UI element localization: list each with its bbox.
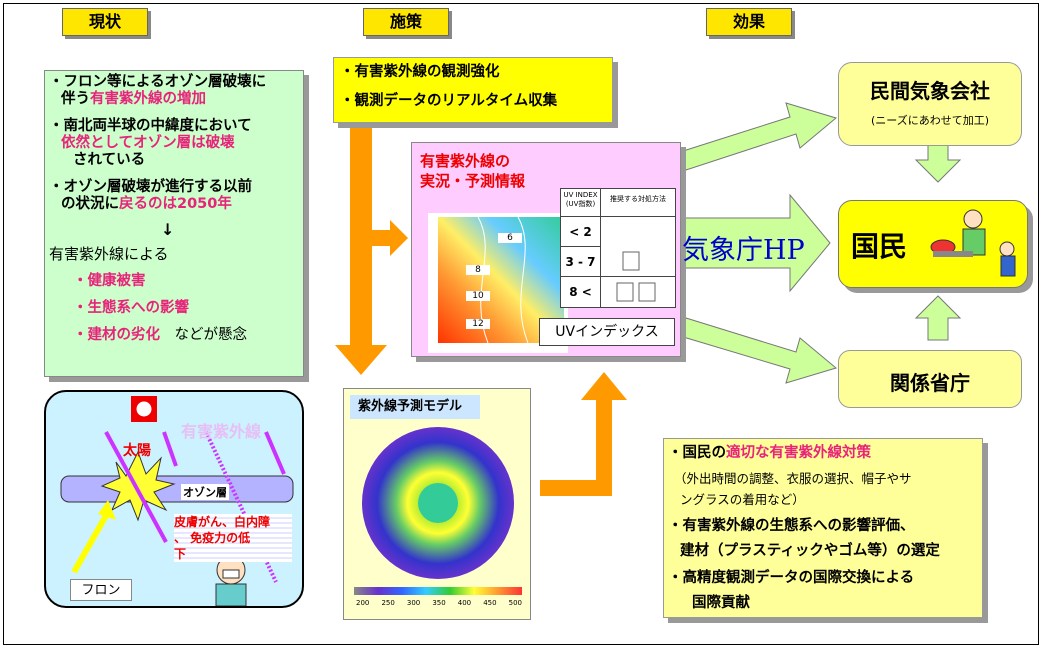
uv-index-header: UV INDEX(UV指数) (561, 189, 601, 217)
weather-company-label: 民間気象会社 (870, 79, 990, 103)
harm-label: 皮膚がん、白内障、 免疫力の低下 (174, 514, 292, 562)
weather-company-sub: (ニーズにあわせて加工) (870, 114, 990, 127)
uv-ray-1 (104, 431, 168, 543)
uv-label: 有害紫外線 (181, 422, 262, 441)
current-line: 伴う有害紫外線の増加 (61, 91, 206, 107)
jma-hp-label: 気象庁HP (682, 235, 805, 266)
measure-line-1: ・有害紫外線の観測強化 (340, 64, 500, 80)
orange-arrow-up (540, 372, 627, 496)
illustration-svg (60, 396, 294, 606)
effect-line: ・高精度観測データの国際交換による (668, 570, 915, 586)
current-line: ・オゾン層破壊が進行する以前 (49, 179, 252, 195)
effect-line: ングラスの着用など） (680, 492, 805, 507)
effect-line: （外出時間の調整、衣服の選択、帽子やサ (674, 471, 912, 486)
effect-line: 建材（プラスティックやゴム等）の選定 (680, 543, 940, 559)
map-value: 8 (466, 265, 490, 275)
current-line: の状況に戻るのは2050年 (61, 196, 232, 212)
map-value: 10 (466, 291, 490, 301)
page-frame (3, 3, 1039, 645)
effect-line: 国際貢献 (692, 595, 750, 611)
action-header: 推奨する対処方法 (601, 189, 675, 217)
house-icon (638, 282, 656, 302)
measure-line-2: ・観測データのリアルタイム収集 (340, 93, 558, 109)
effect-materials: ・建材の劣化 などが懸念 (73, 327, 247, 343)
uv-index-table: UV INDEX(UV指数) 推奨する対処方法 < 2 3 - 7 8 < (560, 188, 676, 308)
ozone-illustration: 太陽 有害紫外線 オゾン層 皮膚がん、白内障、 免疫力の低下 フロン (44, 390, 304, 608)
current-situation-box: ・フロン等によるオゾン層破壊に 伴う有害紫外線の増加 ・南北両半球の中緯度におい… (44, 70, 304, 377)
hat-person-icon (616, 282, 634, 302)
family-computer-icon (930, 209, 1016, 277)
orange-arrow-down-left (335, 125, 387, 375)
current-line: 依然としてオゾン層は破壊 (61, 135, 235, 151)
map-value: 12 (466, 319, 490, 329)
effect-ecosystem: ・生態系への影響 (73, 300, 189, 316)
green-arrow-hp (679, 193, 831, 293)
ministries-box: 関係省庁 (838, 350, 1022, 408)
sun-label: 太陽 (123, 443, 151, 459)
measures-box: ・有害紫外線の観測強化 ・観測データのリアルタイム収集 (333, 57, 613, 123)
header-effects: 効果 (706, 8, 792, 36)
action-cell-mid (601, 247, 675, 277)
current-line: されている (73, 152, 146, 168)
uv-index-label: UVインデックス (539, 318, 675, 346)
ozone-hole-burst (100, 450, 176, 522)
header-measures: 施策 (363, 8, 449, 36)
action-cell-high (601, 277, 675, 307)
effect-health: ・健康被害 (73, 273, 146, 289)
ozone-label: オゾン層 (181, 484, 229, 500)
uv-info-panel: 有害紫外線の実況・予測情報 6 8 10 12 UV INDEX(UV指数) 推… (411, 142, 681, 357)
ozone-layer-tube (60, 475, 294, 503)
citizens-box: 国民 (838, 200, 1028, 288)
green-arrow-upper (679, 102, 838, 171)
effects-box: ・国民の適切な有害紫外線対策 （外出時間の調整、衣服の選択、帽子やサ ングラスの… (663, 438, 983, 618)
green-arrow-up-small (914, 295, 962, 341)
current-line: ・フロン等によるオゾン層破壊に (49, 74, 267, 90)
hat-person-icon (622, 251, 640, 271)
uv-row-mid: 3 - 7 (561, 247, 601, 277)
uv-row-low: < 2 (561, 217, 601, 247)
uv-row-high: 8 < (561, 277, 601, 307)
uv-model-globe (362, 427, 514, 579)
green-arrow-lower (679, 317, 838, 384)
orange-arrow-right (372, 220, 408, 256)
down-arrow-glyph: ↓ (161, 220, 175, 239)
freon-arrow (71, 510, 111, 574)
freon-label: フロン (70, 579, 132, 601)
weather-company-box: 民間気象会社 (ニーズにあわせて加工) (838, 62, 1022, 146)
model-color-scale (354, 587, 522, 595)
effect-line: ・有害紫外線の生態系への影響評価、 (668, 518, 915, 534)
uv-model-title: 紫外線予測モデル (350, 395, 480, 419)
cause-label: 有害紫外線による (49, 245, 169, 263)
map-value: 6 (498, 233, 522, 243)
ministries-label: 関係省庁 (890, 371, 970, 395)
citizens-label: 国民 (851, 230, 908, 263)
header-current: 現状 (62, 8, 148, 36)
current-line: ・南北両半球の中緯度において (49, 118, 252, 134)
effect-line: ・国民の適切な有害紫外線対策 (668, 445, 871, 461)
info-panel-title: 有害紫外線の実況・予測情報 (420, 152, 526, 190)
